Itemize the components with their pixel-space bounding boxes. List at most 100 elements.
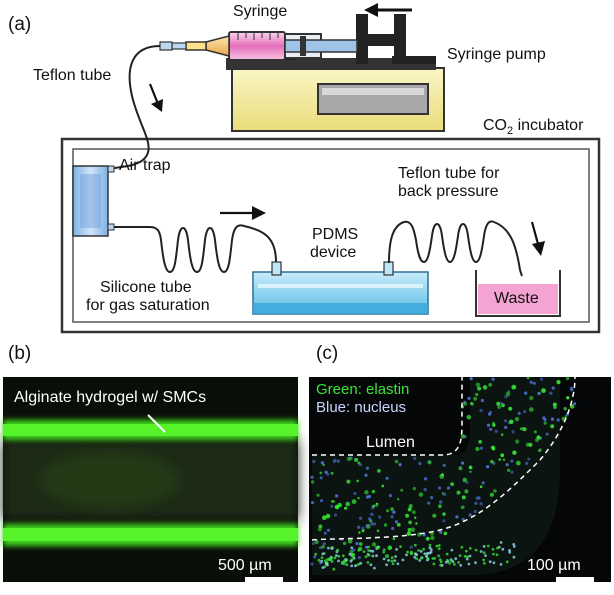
elastin-dot xyxy=(563,407,567,411)
elastin-dot xyxy=(357,496,360,500)
elastin-dot xyxy=(490,445,495,450)
elastin-dot xyxy=(460,505,465,510)
nucleus-dot xyxy=(473,509,477,514)
elastin-dot xyxy=(400,488,404,492)
elastin-dot xyxy=(412,510,416,514)
nucleus-dot xyxy=(392,510,396,514)
nucleus-dot xyxy=(525,461,529,465)
wall-dot xyxy=(444,560,448,564)
elastin-dot xyxy=(462,477,468,483)
wall-dot xyxy=(317,558,321,562)
elastin-dot xyxy=(407,528,412,532)
nucleus-dot xyxy=(474,501,478,505)
nucleus-dot xyxy=(324,470,328,474)
nucleus-dot xyxy=(333,513,338,517)
wall-dot xyxy=(385,563,388,567)
wall-dot xyxy=(458,554,462,557)
wall-dot xyxy=(499,541,503,544)
wall-dot xyxy=(410,552,414,555)
wall-dot xyxy=(333,556,337,560)
wall-dot xyxy=(496,546,499,550)
scale-bar-label-b: 500 µm xyxy=(218,557,272,574)
wall-dot xyxy=(439,560,443,564)
elastin-dot xyxy=(508,406,513,411)
teflon-back-label-2: back pressure xyxy=(398,183,499,200)
elastin-dot xyxy=(438,504,442,509)
wall-dot xyxy=(350,546,354,550)
elastin-dot xyxy=(466,414,472,420)
elastin-dot xyxy=(394,459,399,464)
wall-dot xyxy=(457,561,460,564)
elastin-dot xyxy=(408,520,412,525)
nucleus-dot xyxy=(510,470,514,474)
wall-dot xyxy=(382,548,386,552)
wall-dot xyxy=(341,554,345,558)
wall-dot xyxy=(435,544,439,548)
nucleus-dot xyxy=(465,480,469,484)
wall-dot xyxy=(321,566,325,569)
nucleus-dot xyxy=(336,459,340,463)
elastin-dot xyxy=(432,513,437,518)
wall-dot xyxy=(382,557,386,561)
elastin-dot xyxy=(458,466,463,471)
nucleus-dot xyxy=(505,463,509,467)
elastin-dot xyxy=(427,460,432,465)
wall-dot xyxy=(415,557,418,561)
nucleus-dot xyxy=(353,492,357,496)
air-trap xyxy=(72,165,115,237)
nucleus-dot xyxy=(529,380,533,384)
nucleus-dot xyxy=(430,496,434,500)
nucleus-dot xyxy=(330,504,334,508)
elastin-dot xyxy=(478,440,483,444)
nucleus-dot xyxy=(370,512,374,516)
nucleus-dot xyxy=(510,459,514,463)
nucleus-dot xyxy=(480,398,484,403)
wall-dot xyxy=(405,553,408,557)
coil-icon xyxy=(388,220,523,277)
wall-dot xyxy=(495,553,499,557)
elastin-dot xyxy=(322,463,325,467)
wall-dot xyxy=(422,547,425,551)
wall-dot xyxy=(369,563,373,567)
nucleus-dot xyxy=(477,496,481,500)
elastin-dot xyxy=(479,485,483,489)
elastin-dot xyxy=(317,527,322,532)
nucleus-dot xyxy=(335,494,339,498)
nucleus-dot xyxy=(573,402,577,406)
wall-dot xyxy=(450,548,454,552)
elastin-dot xyxy=(358,542,363,546)
elastin-dot xyxy=(406,531,412,536)
nucleus-dot xyxy=(468,513,472,517)
elastin-dot xyxy=(500,433,504,437)
elastin-dot xyxy=(498,458,502,461)
legend-elastin: Green: elastin xyxy=(316,381,410,398)
wall-dot xyxy=(426,557,430,561)
nucleus-dot xyxy=(486,423,491,427)
nucleus-dot xyxy=(385,476,389,480)
nucleus-dot xyxy=(422,533,426,537)
wall-dot xyxy=(468,547,472,550)
wall-dot xyxy=(486,544,490,548)
wall-dot xyxy=(483,561,486,565)
elastin-dot xyxy=(310,480,315,484)
elastin-dot xyxy=(418,492,424,497)
elastin-dot xyxy=(397,498,400,501)
nucleus-dot xyxy=(310,562,314,566)
wall-dot xyxy=(464,549,468,553)
elastin-dot xyxy=(430,535,435,541)
elastin-dot xyxy=(489,492,494,497)
elastin-dot xyxy=(332,500,336,503)
nucleus-dot xyxy=(326,528,330,532)
wall-dot xyxy=(394,555,397,558)
wall-dot xyxy=(390,559,394,563)
nucleus-dot xyxy=(549,391,553,395)
wall-dot xyxy=(388,546,392,550)
elastin-dot xyxy=(364,490,369,495)
nucleus-dot xyxy=(409,545,413,549)
wall-dot xyxy=(395,548,398,551)
nucleus-dot xyxy=(556,418,560,422)
pdms-label-1: PDMS xyxy=(312,226,359,243)
nucleus-dot xyxy=(455,515,459,519)
legend-nucleus: Blue: nucleus xyxy=(316,399,407,416)
wall-dot xyxy=(314,552,318,556)
